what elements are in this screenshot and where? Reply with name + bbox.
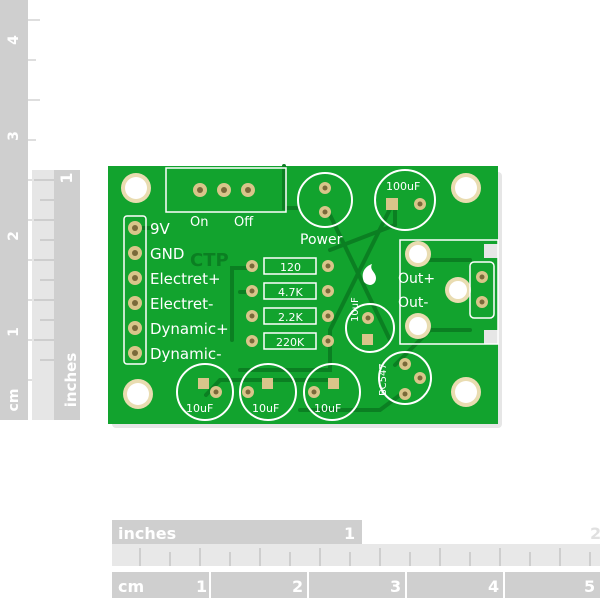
resistor-120-label: 120 <box>280 261 301 274</box>
capacitor-10uf-bottom-3: 10uF <box>303 363 361 421</box>
switch-off-label: Off <box>234 215 254 230</box>
horizontal-ruler-cm: cm 1 2 3 4 5 <box>112 572 600 598</box>
header-label-9v: 9V <box>150 220 171 238</box>
cap-10uf-bottom-3-label: 10uF <box>314 402 341 415</box>
header-label-dynamic-minus: Dynamic- <box>150 345 222 363</box>
resistor-2k2: 2.2K <box>246 307 334 325</box>
power-label: Power <box>300 232 343 248</box>
resistor-4k7: 4.7K <box>246 282 334 300</box>
switch-on-label: On <box>190 215 208 230</box>
cap-100uf-label: 100uF <box>386 180 420 193</box>
output-jack: Out+ Out- <box>398 239 499 345</box>
hruler-in-1: 1 <box>344 524 355 543</box>
vertical-ruler-cm: 4 3 2 1 cm <box>0 0 40 420</box>
vruler-in-1: 1 <box>57 172 76 183</box>
header-label-electret-minus: Electret- <box>150 295 213 313</box>
resistor-4k7-label: 4.7K <box>278 286 303 299</box>
cap-10uf-bottom-1-label: 10uF <box>186 402 213 415</box>
resistors: 120 4.7K 2.2K 220K <box>246 257 334 350</box>
header-label-electret-plus: Electret+ <box>150 270 221 288</box>
hruler-in-2: 2 <box>590 524 600 543</box>
sparkfun-logo-icon <box>362 264 376 285</box>
vruler-cm-2: 2 <box>6 231 22 241</box>
resistor-120: 120 <box>246 257 334 275</box>
capacitor-100uf: 100uF <box>374 169 436 231</box>
ctp-logo: CTP <box>190 250 229 271</box>
hruler-cm-1: 1 <box>196 577 207 596</box>
horizontal-ruler-inches: inches 1 2 <box>112 520 600 566</box>
resistor-2k2-label: 2.2K <box>278 311 303 324</box>
vruler-cm-3: 3 <box>6 131 22 141</box>
vertical-ruler-inches: 1 inches <box>32 170 80 420</box>
capacitor-10uf-bottom-1: 10uF <box>176 363 234 421</box>
mounting-holes <box>121 173 481 409</box>
header-pins: 9V GND Electret+ Electret- Dynamic+ Dyna… <box>123 215 229 365</box>
transistor-bc547: BC547 <box>378 351 432 405</box>
power-led-footprint: Power <box>297 172 353 248</box>
switch-footprint: On Off <box>165 167 287 230</box>
hruler-in-unit: inches <box>118 524 176 543</box>
capacitor-10uf-mid: 10uF <box>345 297 395 353</box>
header-label-gnd: GND <box>150 245 184 263</box>
hruler-cm-2: 2 <box>292 577 303 596</box>
pcb-board: On Off Power 100uF 9V GND <box>108 164 502 428</box>
cap-10uf-bottom-2-label: 10uF <box>252 402 279 415</box>
resistor-220k-label: 220K <box>276 336 305 349</box>
header-label-dynamic-plus: Dynamic+ <box>150 320 229 338</box>
out-plus-label: Out+ <box>398 271 435 287</box>
capacitor-10uf-bottom-2: 10uF <box>239 363 297 421</box>
resistor-220k: 220K <box>246 332 334 350</box>
hruler-cm-5: 5 <box>584 577 595 596</box>
transistor-label: BC547 <box>378 363 389 396</box>
vruler-cm-1: 1 <box>6 327 22 337</box>
vruler-cm-4: 4 <box>6 35 22 45</box>
vruler-in-unit: inches <box>62 353 80 408</box>
hruler-cm-3: 3 <box>390 577 401 596</box>
vruler-cm-unit: cm <box>6 389 22 412</box>
hruler-cm-unit: cm <box>118 577 144 596</box>
cap-10uf-mid-label: 10uF <box>350 297 361 322</box>
hruler-cm-4: 4 <box>488 577 499 596</box>
out-minus-label: Out- <box>398 295 428 311</box>
